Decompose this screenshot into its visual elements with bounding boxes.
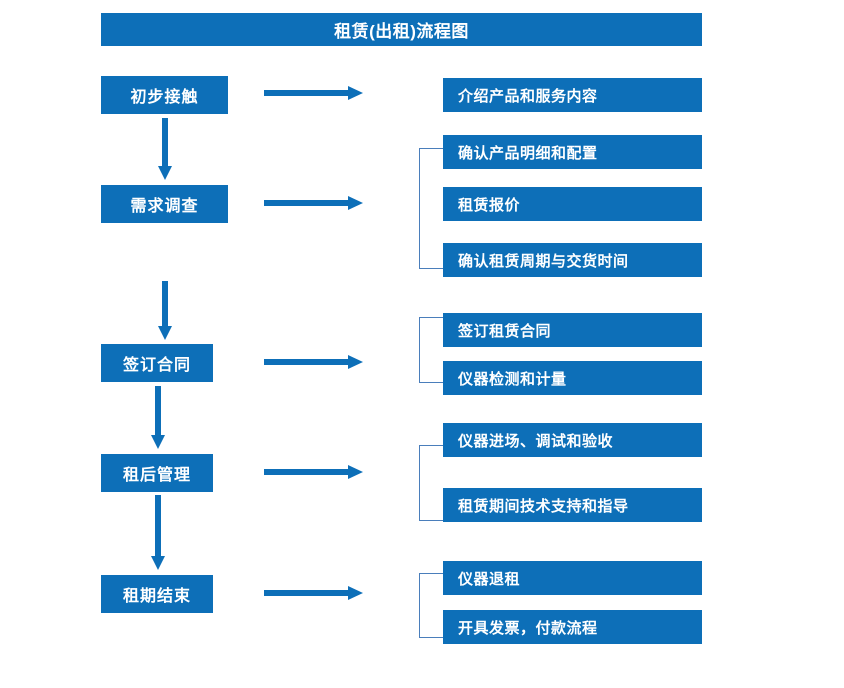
flow-arrow-right-4 [264, 464, 364, 480]
page-title: 租赁(出租)流程图 [101, 13, 702, 46]
detail-box-3[interactable]: 租赁报价 [443, 187, 702, 221]
stage-box-1[interactable]: 初步接触 [101, 76, 228, 114]
detail-box-7[interactable]: 仪器进场、调试和验收 [443, 423, 702, 457]
detail-box-10[interactable]: 开具发票，付款流程 [443, 610, 702, 644]
detail-group-bracket-3 [419, 317, 443, 383]
detail-box-8[interactable]: 租赁期间技术支持和指导 [443, 488, 702, 522]
stage-box-5[interactable]: 租期结束 [101, 575, 213, 613]
detail-group-bracket-2 [419, 148, 443, 269]
flow-arrow-right-3 [264, 354, 364, 370]
detail-box-6[interactable]: 仪器检测和计量 [443, 361, 702, 395]
flow-arrow-down-3 [150, 386, 166, 450]
detail-box-4[interactable]: 确认租赁周期与交货时间 [443, 243, 702, 277]
flow-arrow-down-4 [150, 495, 166, 571]
detail-box-1[interactable]: 介绍产品和服务内容 [443, 78, 702, 112]
stage-box-3[interactable]: 签订合同 [101, 344, 213, 382]
flow-arrow-right-1 [264, 85, 364, 101]
flow-arrow-down-1 [157, 118, 173, 181]
stage-box-4[interactable]: 租后管理 [101, 454, 213, 492]
flow-arrow-right-2 [264, 195, 364, 211]
detail-box-5[interactable]: 签订租赁合同 [443, 313, 702, 347]
detail-box-9[interactable]: 仪器退租 [443, 561, 702, 595]
stage-box-2[interactable]: 需求调查 [101, 185, 228, 223]
detail-group-bracket-4 [419, 445, 443, 521]
detail-box-2[interactable]: 确认产品明细和配置 [443, 135, 702, 169]
flow-arrow-down-2 [157, 281, 173, 341]
detail-group-bracket-5 [419, 573, 443, 638]
flow-arrow-right-5 [264, 585, 364, 601]
